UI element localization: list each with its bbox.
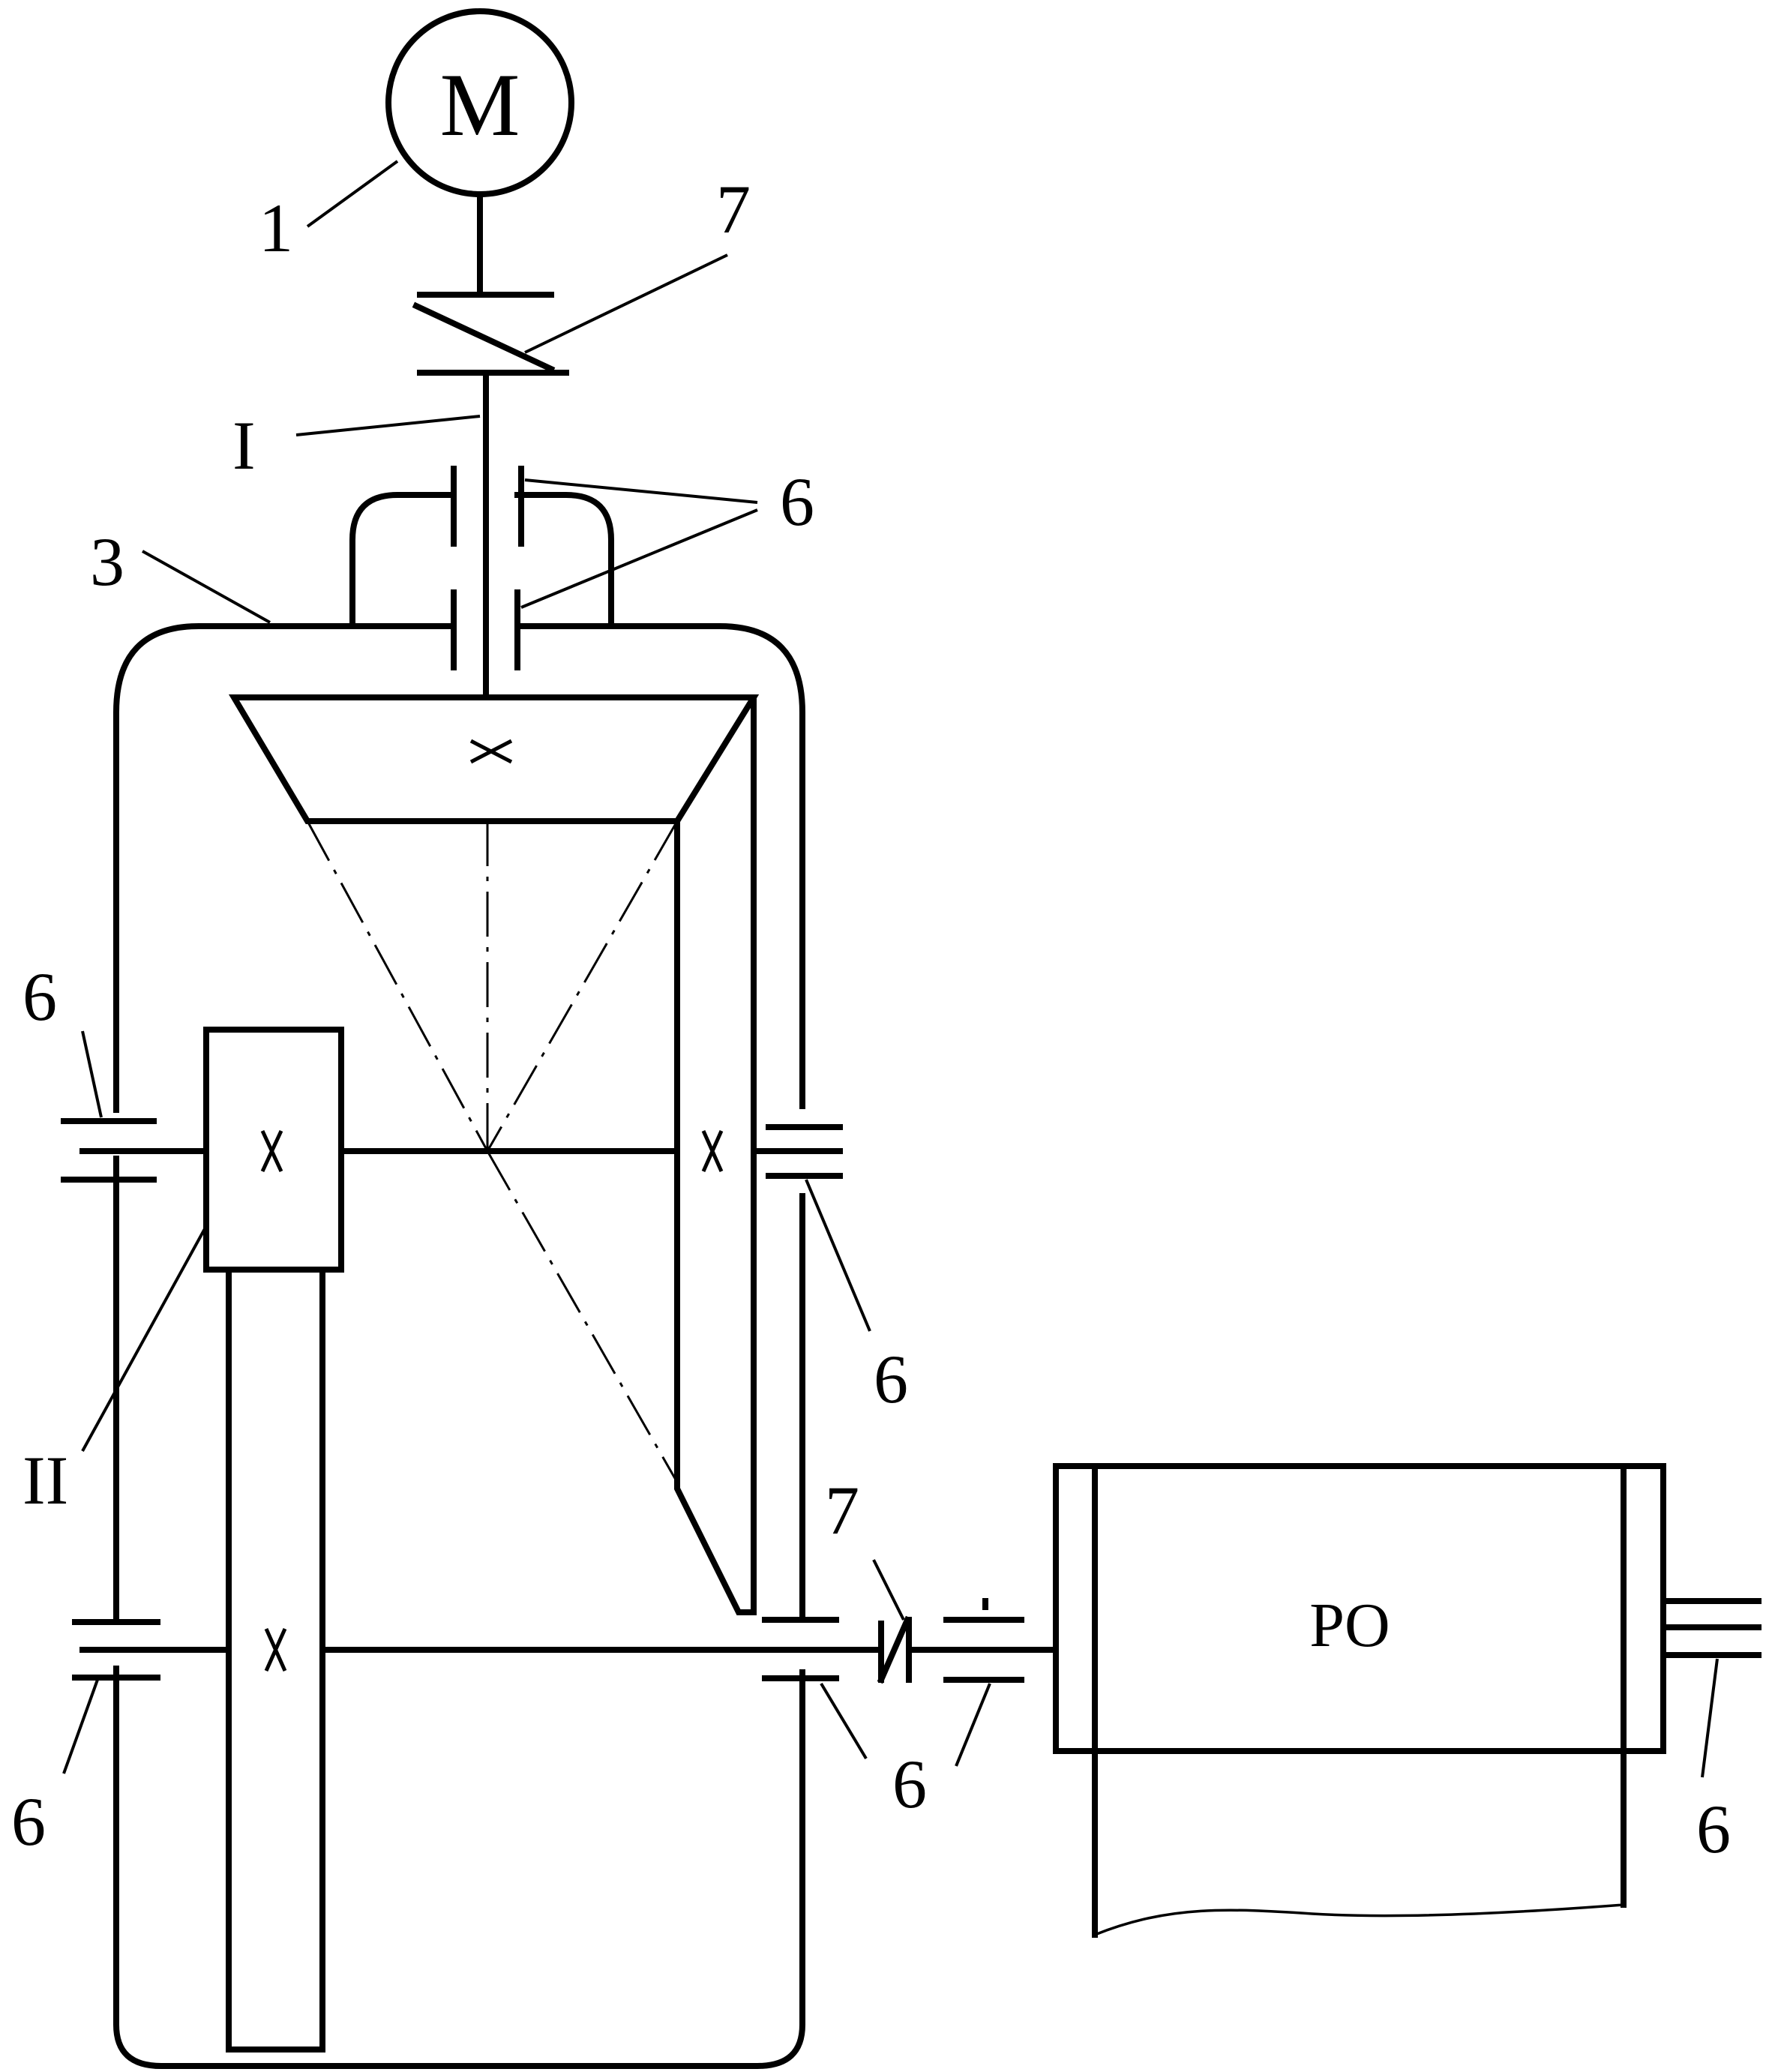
bearing-po-right bbox=[1660, 1598, 1762, 1658]
leader-lines bbox=[62, 160, 1719, 1778]
working-body: PO bbox=[1053, 1463, 1666, 1938]
bearing-output bbox=[943, 1598, 1024, 1683]
coupling-output bbox=[877, 1615, 1057, 1684]
callout-shaft-input: I bbox=[232, 407, 256, 484]
bearing-left-bottom bbox=[72, 1619, 160, 1681]
bearing-right-mid bbox=[762, 1124, 843, 1179]
shaft-ii bbox=[79, 1027, 809, 1273]
bearing-left-mid bbox=[61, 1118, 157, 1183]
top-bearing-cap bbox=[349, 466, 614, 670]
callout-motor: 1 bbox=[259, 190, 293, 266]
callout-bearing-po-right: 6 bbox=[1696, 1791, 1731, 1867]
callout-housing: 3 bbox=[90, 523, 124, 600]
callout-bearing-left-mid: 6 bbox=[22, 958, 57, 1035]
bevel-gear-driven bbox=[484, 694, 757, 1615]
bearing-right-bottom bbox=[762, 1617, 839, 1681]
gearbox-housing bbox=[113, 623, 805, 2069]
coupling-top bbox=[412, 292, 569, 700]
callout-labels: 1 7 I 6 3 6 6 II 7 6 6 6 6 bbox=[11, 171, 1731, 1867]
working-body-label: PO bbox=[1309, 1591, 1390, 1660]
callout-coupling-top: 7 bbox=[716, 171, 751, 247]
callout-bearing-left-bottom: 6 bbox=[11, 1783, 46, 1860]
motor: M bbox=[385, 8, 574, 298]
callout-coupling-output: 7 bbox=[825, 1472, 859, 1549]
motor-label: M bbox=[440, 55, 520, 154]
callout-bearing-right-mid: 6 bbox=[874, 1341, 908, 1417]
callout-shaft-intermediate: II bbox=[22, 1442, 68, 1519]
callout-bearings-top: 6 bbox=[780, 463, 814, 540]
shaft-iii bbox=[79, 1267, 884, 2053]
callout-bearing-right-bottom: 6 bbox=[892, 1746, 927, 1822]
